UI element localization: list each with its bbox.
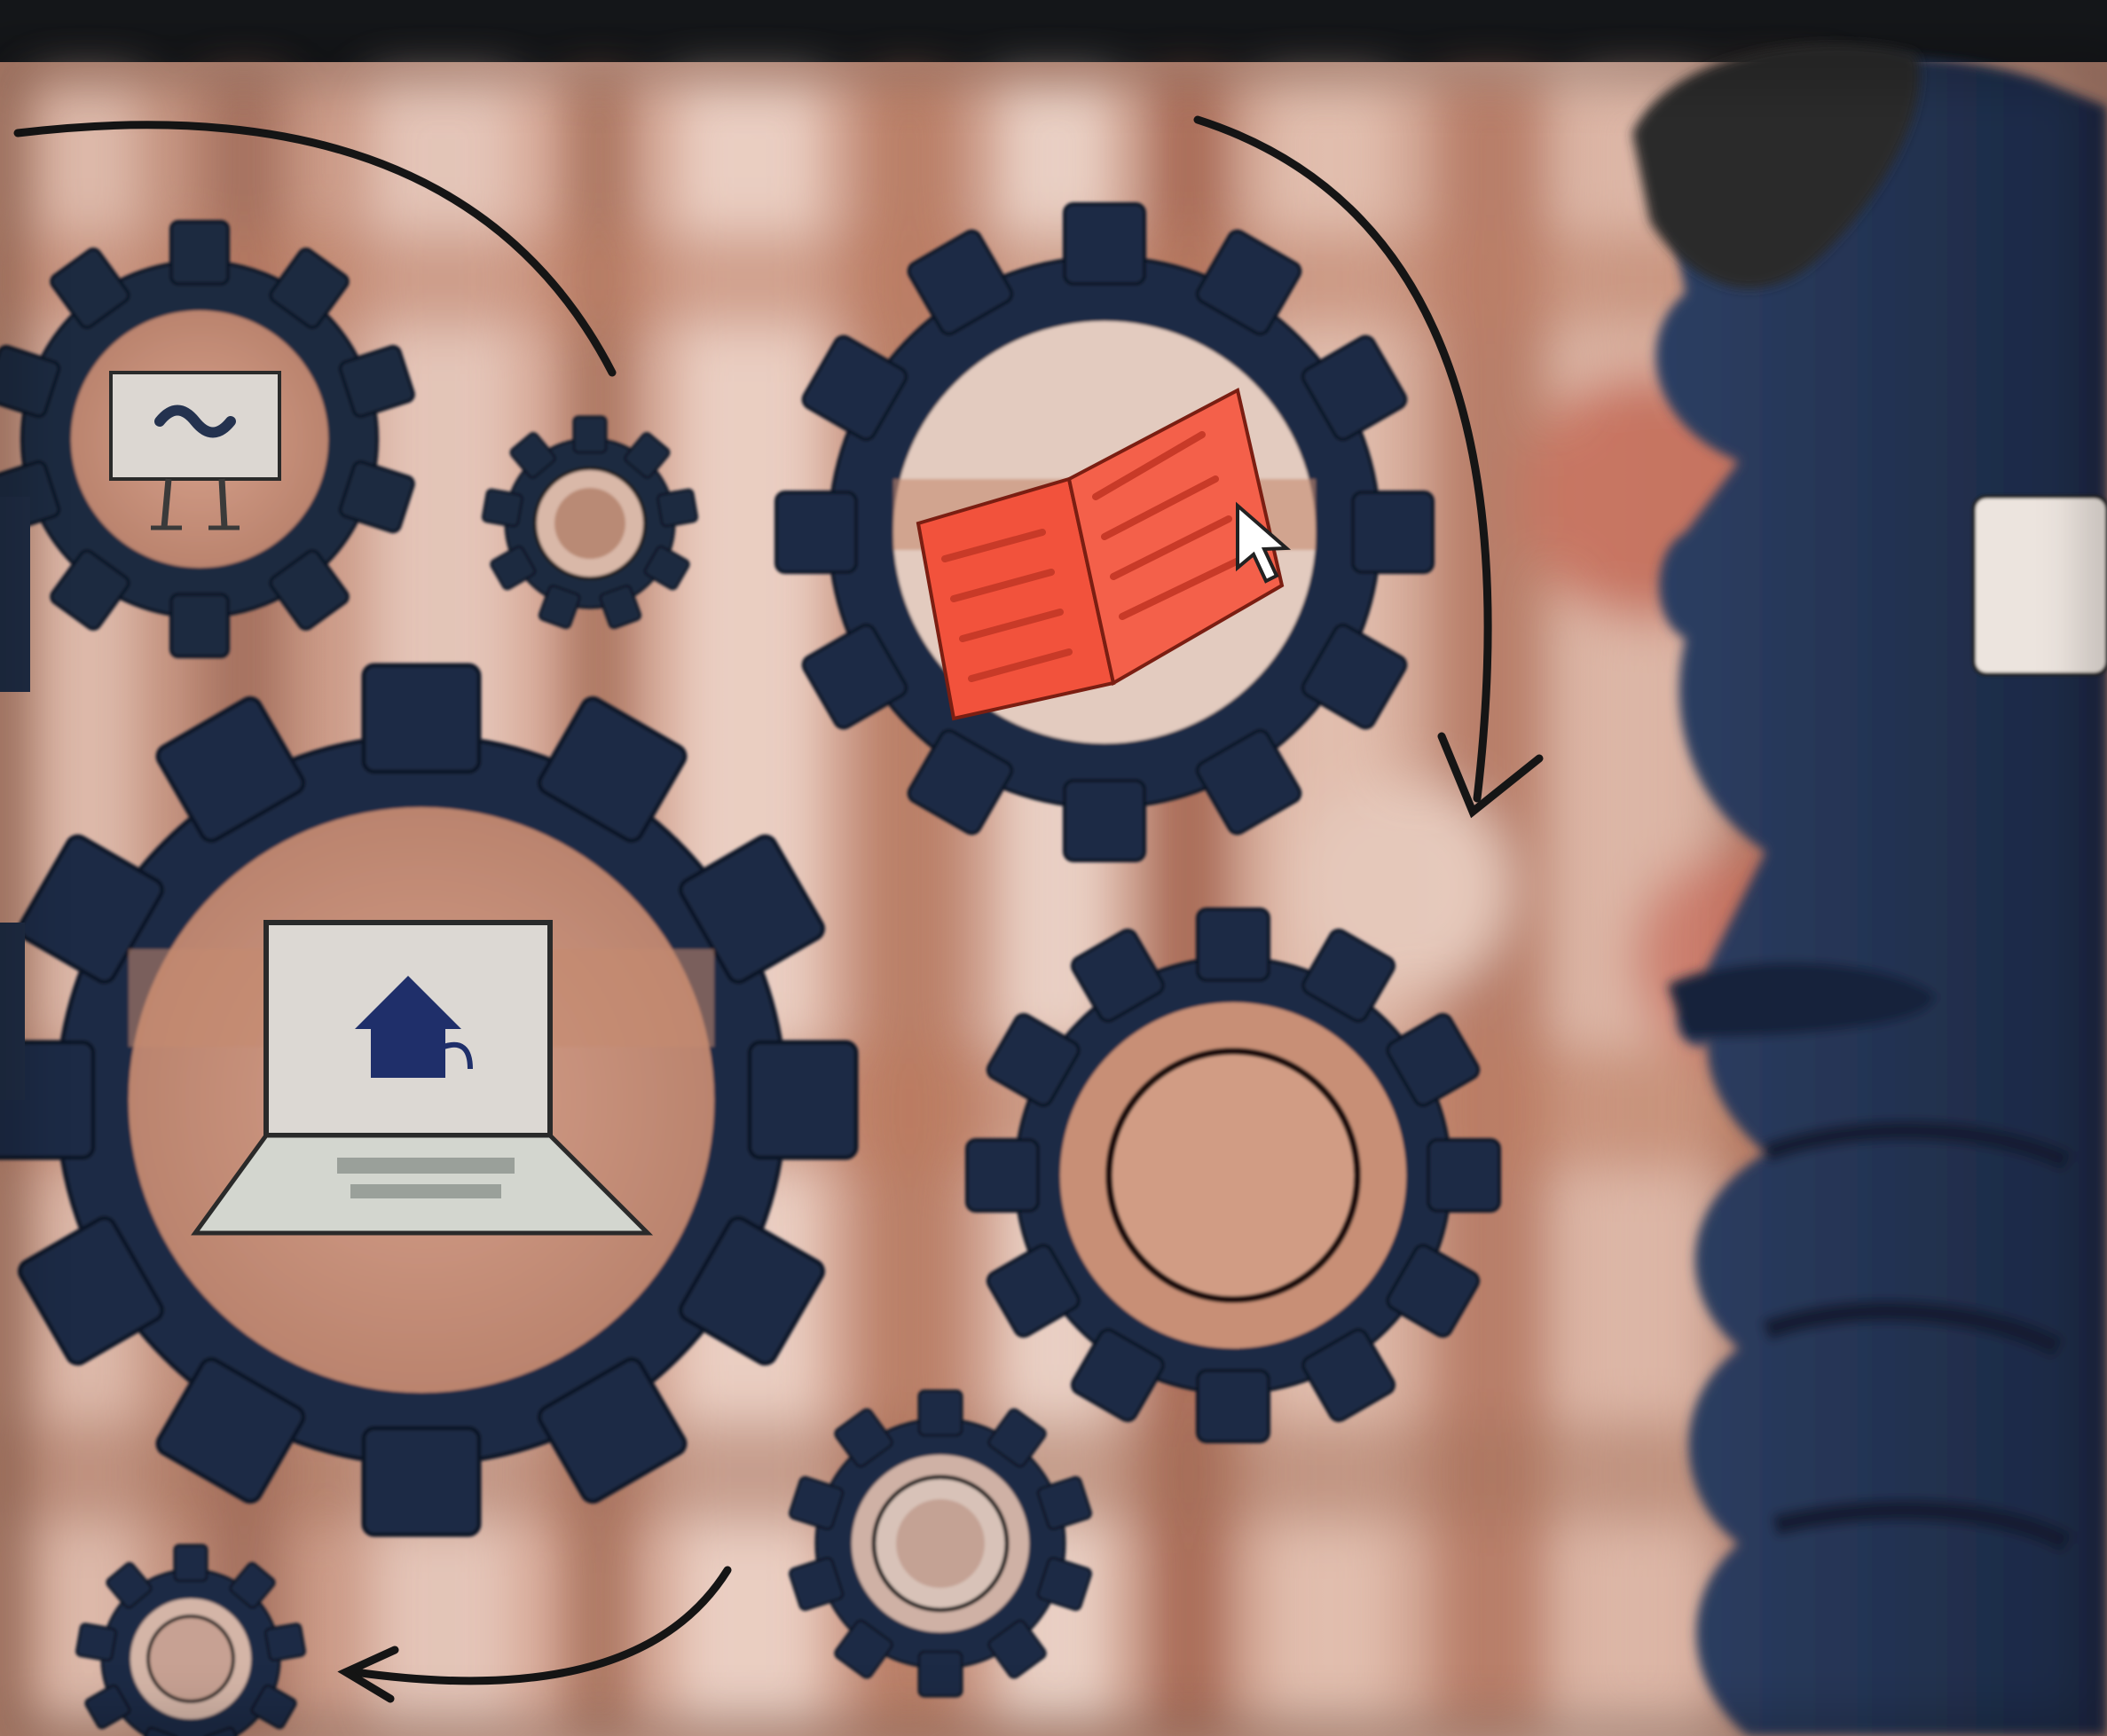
held-object [1974, 497, 2107, 674]
